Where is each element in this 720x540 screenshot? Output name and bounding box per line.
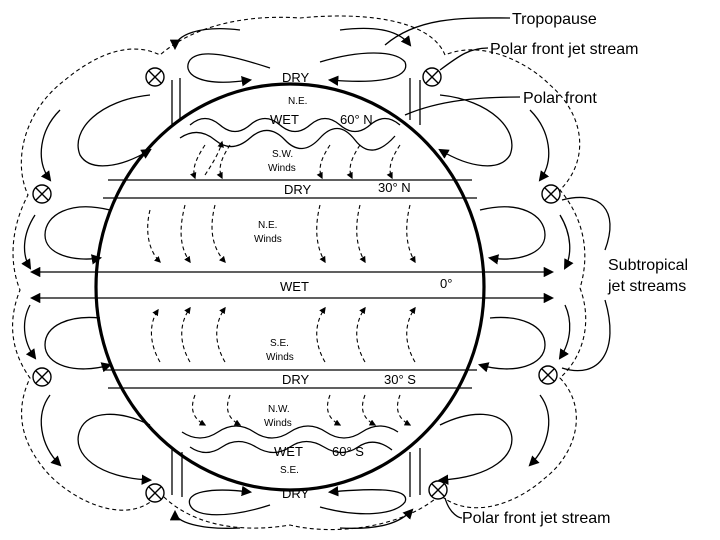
se-winds-line1: S.E. bbox=[270, 338, 289, 349]
lat-60s: 60° S bbox=[332, 444, 364, 459]
zone-wet-eq: WET bbox=[280, 279, 309, 294]
zone-dry-bottom: DRY bbox=[282, 486, 310, 501]
zone-ne-top: N.E. bbox=[288, 96, 307, 107]
zone-dry-30n: DRY bbox=[284, 182, 312, 197]
callout-leaders bbox=[384, 17, 611, 519]
jet-symbol-subtropical-nw bbox=[32, 184, 52, 204]
sw-winds-line1: S.W. bbox=[272, 149, 293, 160]
sw-winds-line2: Winds bbox=[268, 163, 296, 174]
jet-symbol-polar-se bbox=[428, 480, 448, 500]
lat-30n: 30° N bbox=[378, 180, 411, 195]
zone-wet-60s: WET bbox=[274, 444, 303, 459]
se-winds-line2: Winds bbox=[266, 352, 294, 363]
jet-symbol-subtropical-ne bbox=[541, 184, 561, 204]
jet-symbol-polar-nw bbox=[145, 67, 165, 87]
tropopause-label: Tropopause bbox=[512, 11, 597, 28]
tropopause-outline bbox=[12, 15, 587, 531]
nw-winds-line2: Winds bbox=[264, 418, 292, 429]
equator-arrows bbox=[29, 266, 555, 304]
latitude-bands bbox=[97, 179, 483, 389]
polar-jet-top-label: Polar front jet stream bbox=[490, 41, 639, 58]
subtropical-label-line1: Subtropical bbox=[608, 257, 688, 274]
jet-symbol-polar-sw bbox=[145, 483, 165, 503]
zone-wet-60n: WET bbox=[270, 112, 299, 127]
lat-30s: 30° S bbox=[384, 372, 416, 387]
surface-wind-arrows bbox=[147, 140, 416, 426]
earth-globe bbox=[94, 82, 486, 492]
zone-dry-top: DRY bbox=[282, 70, 310, 85]
cell-walls bbox=[171, 78, 421, 497]
ne-winds-line2: Winds bbox=[254, 234, 282, 245]
polar-front-label: Polar front bbox=[523, 90, 597, 107]
polar-front-waves bbox=[179, 117, 401, 454]
lat-0: 0° bbox=[440, 276, 452, 291]
lat-60n: 60° N bbox=[340, 112, 373, 127]
subtropical-label-line2: jet streams bbox=[607, 278, 686, 295]
jet-symbol-subtropical-se bbox=[538, 365, 558, 385]
ne-winds-line1: N.E. bbox=[258, 220, 277, 231]
nw-winds-line1: N.W. bbox=[268, 404, 290, 415]
zone-se-bottom: S.E. bbox=[280, 465, 299, 476]
jet-symbol-subtropical-sw bbox=[32, 367, 52, 387]
jet-stream-symbols bbox=[32, 67, 561, 503]
jet-symbol-polar-ne bbox=[422, 67, 442, 87]
circulation-cells bbox=[21, 27, 574, 529]
polar-jet-bottom-label: Polar front jet stream bbox=[462, 510, 611, 527]
zone-dry-30s: DRY bbox=[282, 372, 310, 387]
